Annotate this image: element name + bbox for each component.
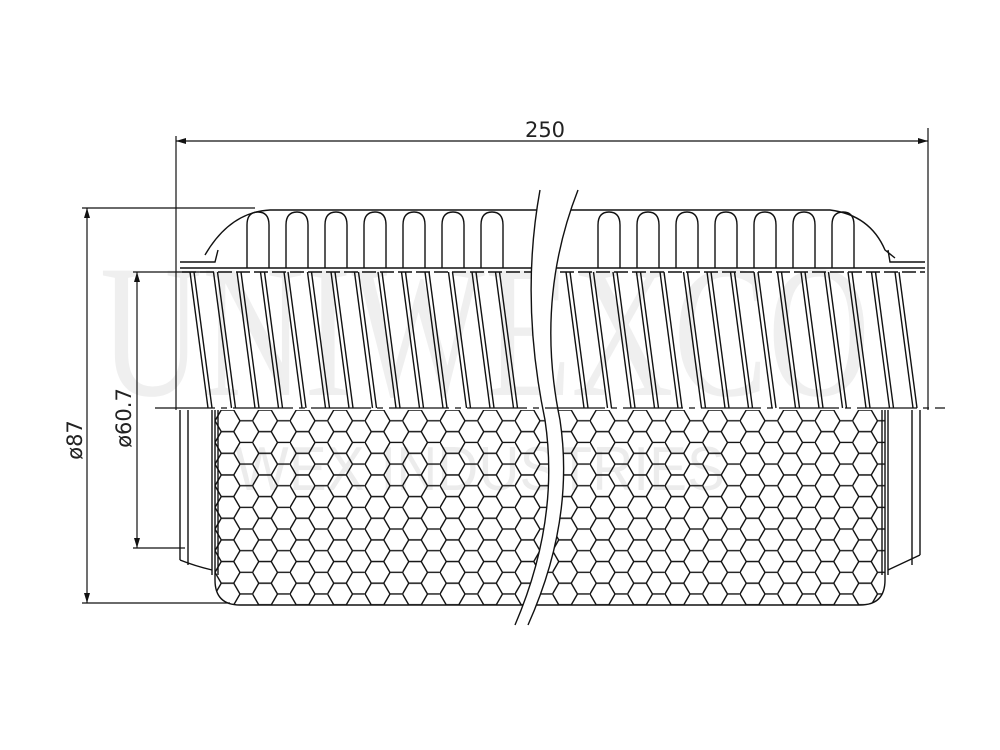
spiral-liner-line: [212, 271, 237, 409]
corrugation-loop: [753, 211, 777, 268]
break-line-left: [514, 189, 550, 626]
corrugation-loop: [636, 211, 660, 268]
spiral-liner-line: [494, 271, 519, 409]
spiral-liner-line: [424, 271, 448, 409]
spiral-liner-line: [706, 271, 730, 409]
spiral-liner-line: [612, 271, 636, 409]
dimension-lines: [82, 128, 945, 604]
corrugation-loop: [324, 211, 348, 268]
spiral-liner-line: [588, 271, 613, 409]
corrugation-loop: [246, 211, 270, 268]
spiral-liner-line: [330, 271, 354, 409]
spiral-liner-line: [259, 271, 284, 409]
left-end-ring: [179, 410, 219, 575]
spiral-liner-line: [447, 271, 472, 409]
spiral-liner-line: [377, 271, 401, 409]
corrugation-loop: [714, 211, 738, 268]
spiral-liner-line: [306, 271, 331, 409]
spiral-liner-line: [729, 271, 754, 409]
corrugation-loop: [597, 211, 621, 268]
spiral-liner-line: [682, 271, 707, 409]
spiral-liner-line: [236, 271, 260, 409]
mesh-outline: [214, 410, 886, 606]
length-label: 250: [525, 118, 565, 142]
break-line-right: [527, 189, 579, 626]
right-end-ring: [881, 410, 921, 575]
spiral-liner-line: [800, 271, 824, 409]
spiral-liner-line: [823, 271, 848, 409]
spiral-liner-line: [753, 271, 777, 409]
spiral-liner-line: [471, 271, 495, 409]
spiral-liner-line: [847, 271, 871, 409]
corrugation-loop: [675, 211, 699, 268]
outer-diameter-label: ø87: [63, 420, 87, 460]
inner-diameter-label: ø60.7: [112, 388, 136, 448]
spiral-liner-line: [353, 271, 378, 409]
corrugation-loop: [480, 211, 504, 268]
spiral-liner-line: [283, 271, 307, 409]
corrugation-loop: [441, 211, 465, 268]
corrugation-loop: [831, 211, 855, 268]
corrugation-loop: [285, 211, 309, 268]
spiral-liner-line: [400, 271, 425, 409]
dimension-arrows: [84, 138, 928, 603]
spiral-liner-line: [635, 271, 660, 409]
spiral-liner-line: [189, 271, 213, 409]
spiral-liner-line: [565, 271, 589, 409]
spiral-liner-line: [776, 271, 801, 409]
corrugation-loop: [363, 211, 387, 268]
corrugation-loop: [402, 211, 426, 268]
spiral-liner-line: [894, 271, 918, 409]
svg-text:UNIWEXCO: UNIWEXCO: [100, 227, 870, 437]
corrugation-loop: [792, 211, 816, 268]
spiral-liner-line: [870, 271, 895, 409]
spiral-liner-line: [659, 271, 683, 409]
